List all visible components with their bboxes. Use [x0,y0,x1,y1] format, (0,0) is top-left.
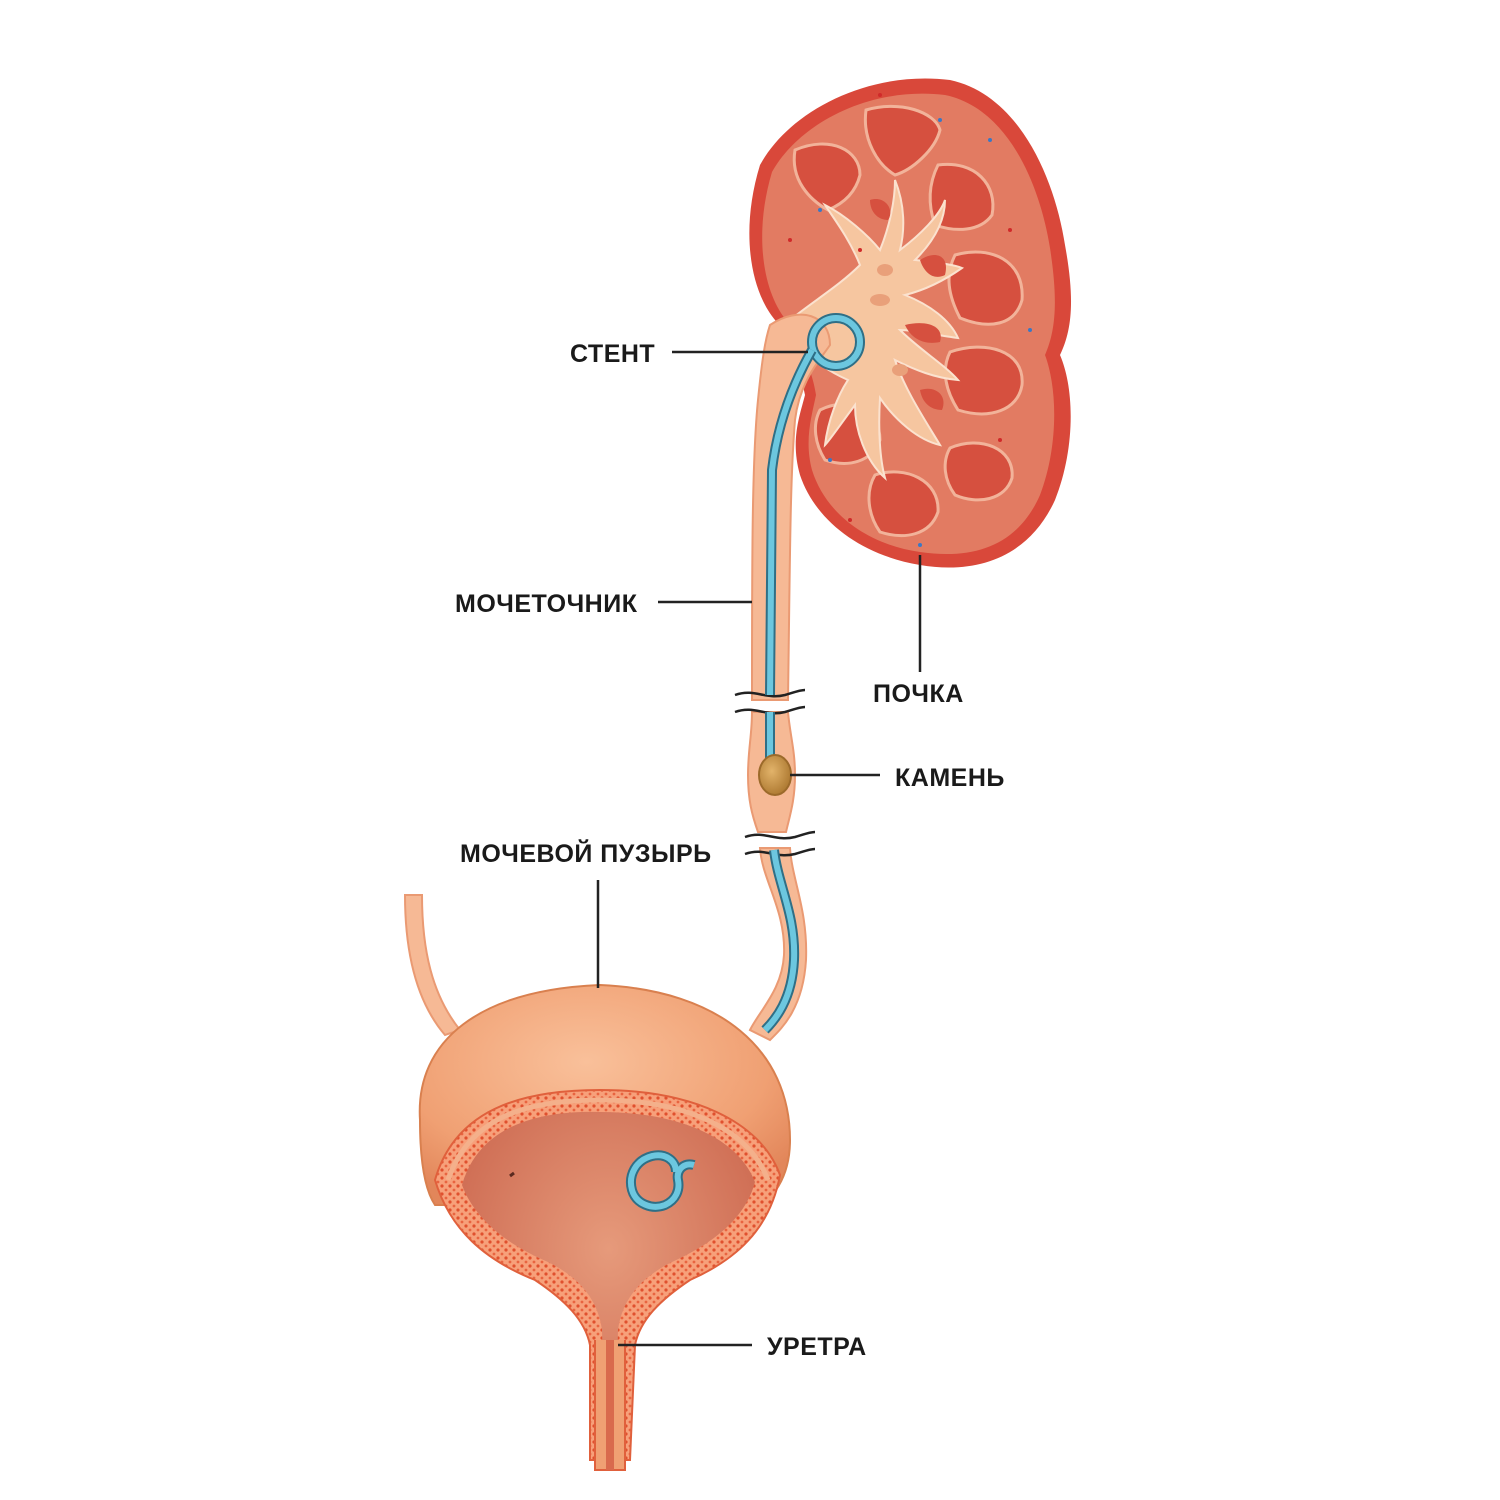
kidney-stone [758,754,792,796]
kidney [749,78,1072,568]
urethra-label: УРЕТРА [767,1333,867,1361]
kidney-label: ПОЧКА [873,680,964,708]
break-marks [734,688,816,857]
left-ureter [403,894,462,1037]
stent [761,313,865,1034]
stent-bladder-coil [626,1150,696,1212]
ureter-label: МОЧЕТОЧНИК [455,590,638,618]
stone-label: КАМЕНЬ [895,764,1005,792]
bladder-rim [445,1097,771,1181]
calyx-openings [870,199,946,410]
urethra-lumen [606,1340,614,1470]
ureteral-orifice [509,1171,515,1178]
bladder [418,983,792,1471]
stent-label: СТЕНТ [570,340,655,368]
vessel-dots [788,93,1032,547]
renal-pelvis [788,179,965,482]
bladder-label: МОЧЕВОЙ ПУЗЫРЬ [460,838,712,868]
bladder-lumen [462,1111,755,1455]
